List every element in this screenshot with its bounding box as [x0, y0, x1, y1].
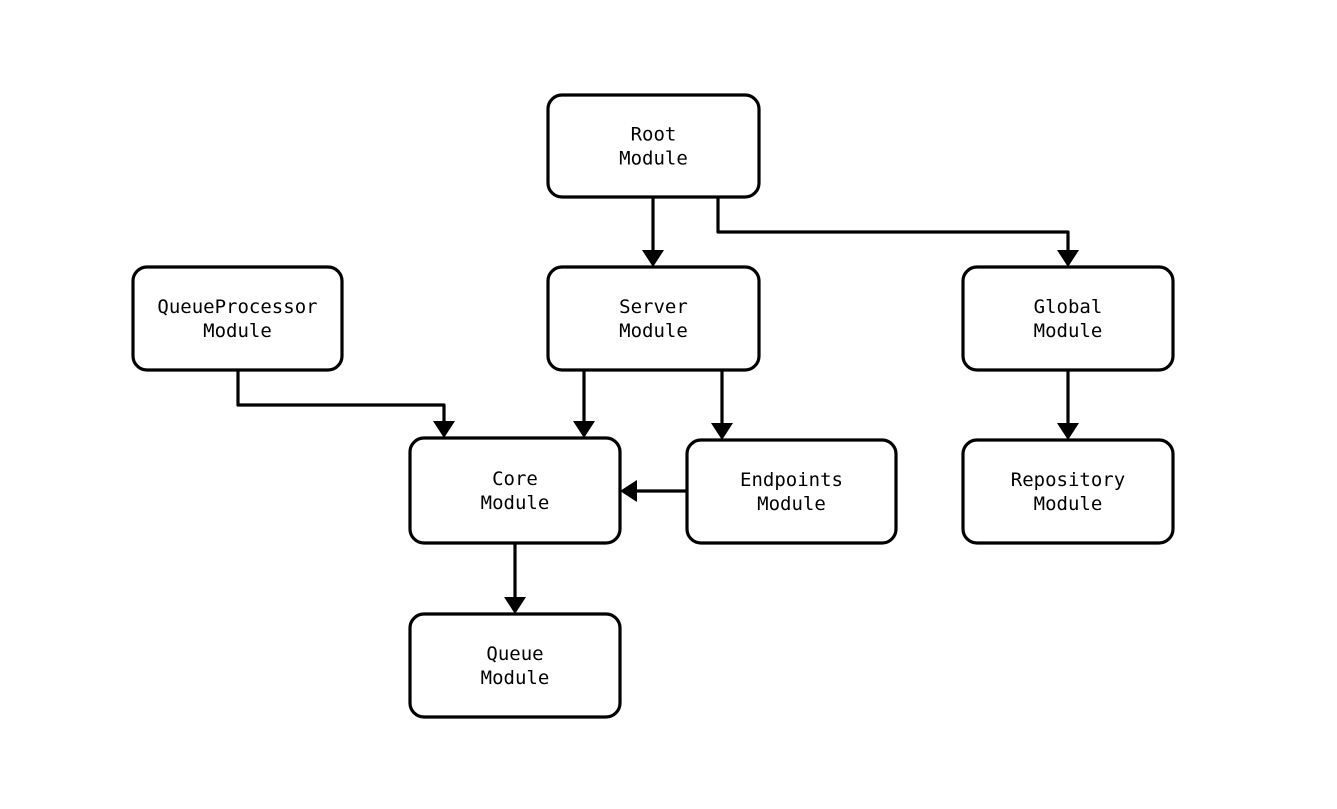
- node-label-queueprocessor-line1: QueueProcessor: [157, 296, 317, 318]
- edge-root-to-global: [716, 197, 1070, 252]
- node-label-root-line1: Root: [631, 124, 677, 146]
- arrowhead-endpoints-core: [620, 480, 637, 502]
- arrowhead-queueprocessor-core: [433, 421, 455, 438]
- edge-queueprocessor-to-core: [236, 370, 446, 423]
- node-label-server-line1: Server: [619, 296, 688, 318]
- node-label-global-line1: Global: [1034, 296, 1103, 318]
- arrowhead-core-queue: [504, 597, 526, 614]
- node-box-root: [546, 93, 761, 199]
- edges-layer: [236, 197, 1070, 599]
- arrowhead-server-core: [573, 421, 595, 438]
- node-label-endpoints-line2: Module: [757, 493, 826, 515]
- node-label-core-line2: Module: [481, 492, 550, 514]
- arrowhead-root-server: [642, 250, 664, 267]
- node-label-endpoints-line1: Endpoints: [740, 469, 843, 491]
- node-box-core: [408, 436, 622, 545]
- node-label-root-line2: Module: [619, 148, 688, 170]
- node-box-repository: [961, 438, 1175, 545]
- node-label-queue-line2: Module: [481, 667, 550, 689]
- nodes-layer: RootModuleQueueProcessorModuleServerModu…: [131, 93, 1175, 719]
- node-label-repository-line2: Module: [1034, 493, 1103, 515]
- node-box-server: [546, 265, 761, 372]
- node-label-global-line2: Module: [1034, 320, 1103, 342]
- node-box-queue: [408, 612, 622, 719]
- arrowhead-root-global: [1057, 250, 1079, 267]
- node-label-core-line1: Core: [492, 468, 538, 490]
- node-box-global: [961, 265, 1175, 372]
- node-label-queueprocessor-line2: Module: [203, 320, 272, 342]
- node-label-server-line2: Module: [619, 320, 688, 342]
- arrowhead-server-endpoints: [711, 423, 733, 440]
- node-label-queue-line1: Queue: [486, 643, 543, 665]
- arrowheads-layer: [433, 250, 1079, 614]
- node-box-endpoints: [685, 438, 898, 545]
- node-label-repository-line1: Repository: [1011, 469, 1125, 491]
- node-box-queueprocessor: [131, 265, 344, 372]
- arrowhead-global-repository: [1057, 423, 1079, 440]
